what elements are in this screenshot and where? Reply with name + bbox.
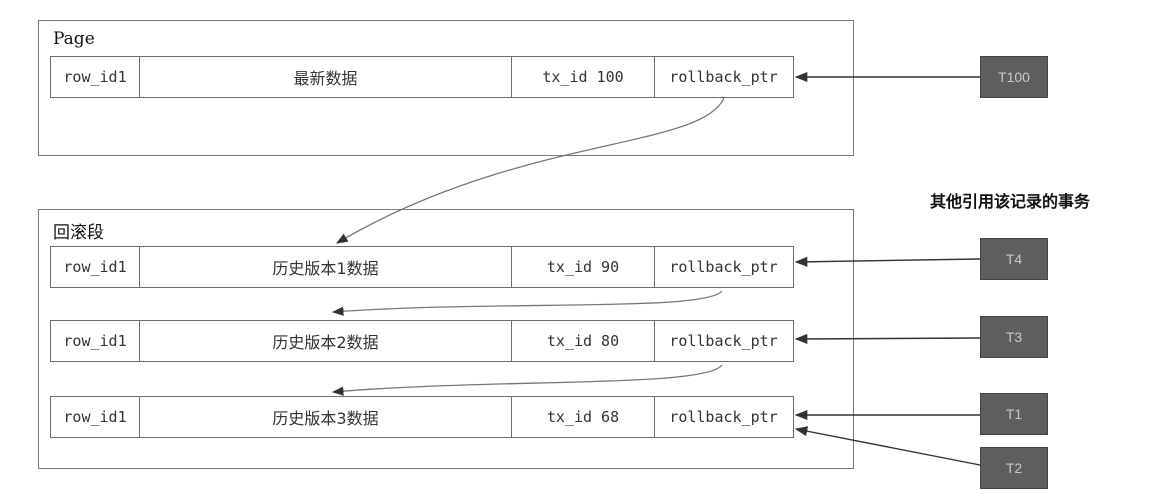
tx-id-cell: tx_id 80 bbox=[512, 321, 655, 361]
row-id-cell: row_id1 bbox=[51, 247, 140, 287]
rollback-ptr-cell: rollback_ptr bbox=[669, 68, 778, 86]
transaction-t1: T1 bbox=[980, 393, 1048, 435]
rollback-link-v2-to-v3 bbox=[331, 364, 723, 396]
rollback-ptr-cell: rollback_ptr bbox=[669, 332, 778, 350]
rollback-ptr-cell: rollback_ptr bbox=[669, 408, 778, 426]
transaction-t2: T2 bbox=[980, 447, 1048, 489]
ref-t3 bbox=[794, 333, 981, 344]
rollback-ptr-cell: rollback_ptr bbox=[669, 258, 778, 276]
data-cell: 历史版本3数据 bbox=[140, 397, 512, 437]
tx-id-cell: tx_id 90 bbox=[512, 247, 655, 287]
tx-id-cell: tx_id 68 bbox=[512, 397, 655, 437]
transaction-t3: T3 bbox=[980, 316, 1048, 358]
tx-id-cell: tx_id 100 bbox=[512, 57, 655, 97]
rollback-link-v1-to-v2 bbox=[331, 290, 723, 316]
ref-t4 bbox=[794, 256, 981, 267]
transaction-t4: T4 bbox=[980, 238, 1048, 280]
history-row-1: row_id1 历史版本1数据 tx_id 90 rollback_ptr bbox=[50, 246, 794, 288]
history-row-2: row_id1 历史版本2数据 tx_id 80 rollback_ptr bbox=[50, 320, 794, 362]
rollback-link-current-to-v1 bbox=[335, 97, 725, 244]
history-row-3: row_id1 历史版本3数据 tx_id 68 rollback_ptr bbox=[50, 396, 794, 438]
data-cell: 历史版本2数据 bbox=[140, 321, 512, 361]
row-id-cell: row_id1 bbox=[51, 321, 140, 361]
page-panel-title: Page bbox=[53, 29, 95, 49]
row-id-cell: row_id1 bbox=[51, 397, 140, 437]
row-id-cell: row_id1 bbox=[51, 57, 140, 97]
undo-segment-title: 回滚段 bbox=[53, 223, 104, 243]
transactions-label: 其他引用该记录的事务 bbox=[930, 192, 1091, 211]
current-record-row: row_id1 最新数据 tx_id 100 rollback_ptr bbox=[50, 56, 794, 98]
transaction-t100: T100 bbox=[980, 56, 1048, 98]
data-cell: 最新数据 bbox=[140, 57, 512, 97]
data-cell: 历史版本1数据 bbox=[140, 247, 512, 287]
ref-t2 bbox=[794, 426, 981, 466]
